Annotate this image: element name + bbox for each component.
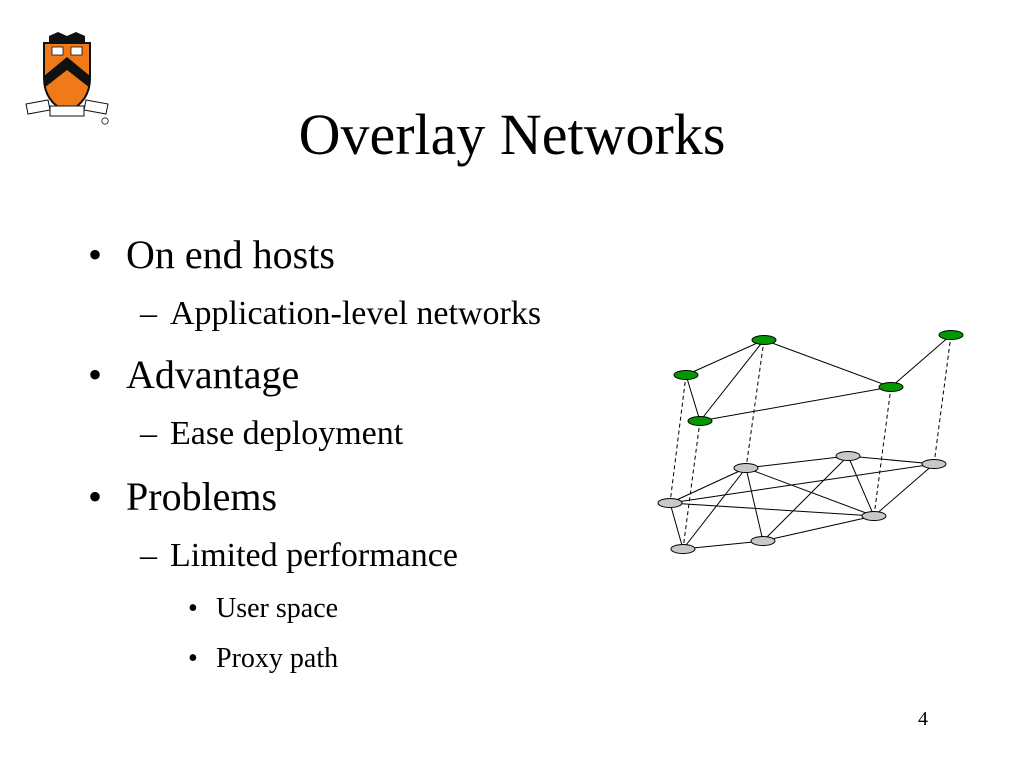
- mapping-line: [745, 339, 765, 469]
- page-number: 4: [918, 708, 928, 730]
- bullet-marker: •: [188, 643, 198, 674]
- overlay-link: [685, 374, 701, 422]
- logo-book-left: [51, 46, 64, 56]
- physical-link: [682, 540, 764, 550]
- overlay-link: [685, 339, 765, 376]
- physical-link: [669, 502, 684, 550]
- physical-link: [873, 463, 935, 517]
- overlay-link: [890, 334, 952, 388]
- physical-link: [682, 467, 747, 550]
- physical-link: [762, 515, 875, 542]
- bullet-marker: •: [188, 593, 198, 624]
- bullet-text: Limited performance: [170, 537, 458, 574]
- physical-link: [745, 455, 849, 469]
- overlay-link: [763, 339, 892, 388]
- bullet-marker: –: [140, 415, 157, 452]
- physical-node: [670, 544, 696, 554]
- bullet-list: • On end hosts – Application-level netwo…: [88, 232, 648, 676]
- bullet-text: User space: [216, 593, 339, 624]
- logo-chevron: [44, 57, 90, 88]
- sub-sub-bullet-item: • User space: [88, 592, 648, 626]
- bullet-text: Application-level networks: [170, 295, 542, 332]
- bullet-item: • Advantage: [88, 352, 648, 398]
- physical-node: [657, 498, 683, 508]
- sub-sub-bullet-item: • Proxy path: [88, 642, 648, 676]
- physical-link: [762, 455, 849, 542]
- bullet-text: Proxy path: [216, 643, 339, 674]
- physical-node: [835, 451, 861, 461]
- physical-node: [921, 459, 947, 469]
- overlay-links: [685, 334, 952, 422]
- bullet-item: • Problems: [88, 474, 648, 520]
- mapping-line: [933, 334, 952, 465]
- logo-ribbon-right: [83, 99, 109, 115]
- logo-ribbon-center: [49, 105, 85, 117]
- physical-nodes: [657, 451, 947, 554]
- sub-bullet-item: – Application-level networks: [88, 294, 648, 334]
- physical-link: [669, 502, 875, 517]
- overlay-node: [938, 330, 964, 340]
- overlay-nodes: [673, 330, 964, 426]
- physical-node: [750, 536, 776, 546]
- bullet-marker: •: [88, 352, 103, 397]
- overlay-link: [699, 386, 892, 422]
- overlay-network-diagram: [657, 330, 964, 554]
- bullet-marker: –: [140, 295, 157, 332]
- logo-crown: [49, 32, 85, 42]
- bullet-marker: •: [88, 232, 103, 277]
- overlay-link: [699, 339, 765, 422]
- princeton-shield-logo: [25, 32, 109, 125]
- bullet-item: • On end hosts: [88, 232, 648, 278]
- physical-node: [733, 463, 759, 473]
- overlay-node: [751, 335, 777, 345]
- physical-link: [669, 463, 935, 504]
- overlay-node: [687, 416, 713, 426]
- overlay-node: [673, 370, 699, 380]
- logo-book-right: [70, 46, 83, 56]
- sub-bullet-item: – Ease deployment: [88, 414, 648, 454]
- overlay-node: [878, 382, 904, 392]
- physical-link: [847, 455, 935, 465]
- physical-link: [745, 467, 764, 542]
- registered-mark-icon: [101, 117, 109, 125]
- mapping-line: [669, 374, 687, 504]
- physical-links: [669, 455, 935, 550]
- physical-node: [861, 511, 887, 521]
- slide-title: Overlay Networks: [298, 102, 726, 167]
- bullet-text: Problems: [126, 474, 278, 519]
- bullet-marker: –: [140, 537, 157, 574]
- bullet-text: On end hosts: [126, 232, 335, 277]
- mapping-line: [873, 386, 892, 517]
- physical-link: [669, 467, 747, 504]
- physical-link: [745, 467, 875, 517]
- bullet-text: Ease deployment: [170, 415, 404, 452]
- mapping-line: [682, 420, 701, 550]
- mapping-lines: [669, 334, 952, 550]
- sub-bullet-item: – Limited performance: [88, 536, 648, 576]
- physical-link: [847, 455, 875, 517]
- bullet-marker: •: [88, 474, 103, 519]
- bullet-text: Advantage: [126, 352, 300, 397]
